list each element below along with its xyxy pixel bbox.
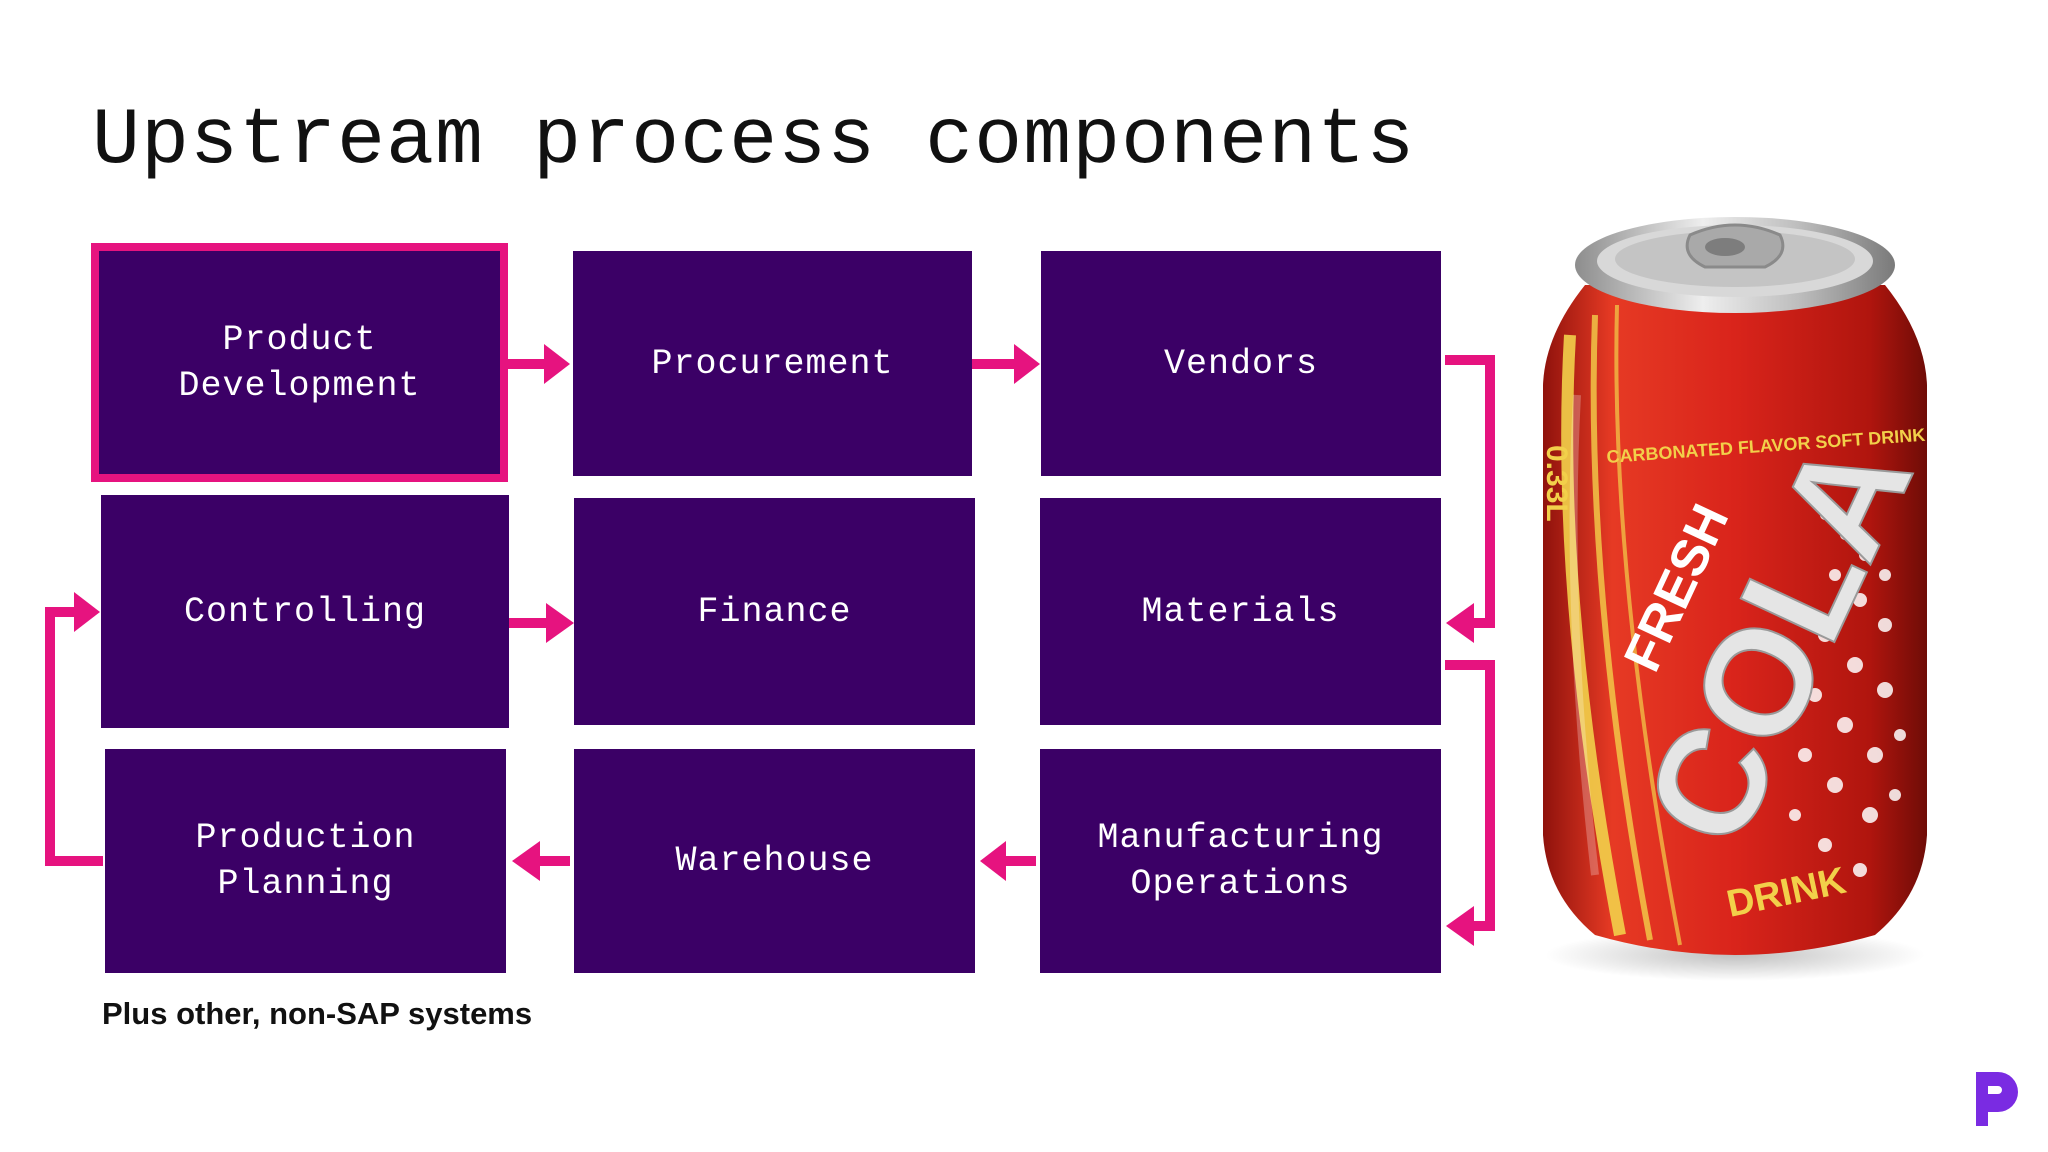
box-materials[interactable]: Materials [1040,498,1441,725]
slide-title: Upstream process components [92,96,1416,187]
brand-logo-icon [1976,1072,2018,1126]
arrowhead-materials [1446,603,1474,643]
arrowhead-manufacturing [1446,906,1474,946]
footnote: Plus other, non-SAP systems [102,996,533,1031]
arrowhead-procurement [544,344,570,384]
cola-can-image: 0.33L CARBONATED FLAVOR SOFT DRINK FRESH… [1540,217,1945,981]
arrowhead-controlling [74,592,100,632]
can-volume: 0.33L [1540,445,1573,522]
box-warehouse[interactable]: Warehouse [574,749,975,973]
box-procurement[interactable]: Procurement [573,251,972,476]
arrowhead-warehouse [980,841,1006,881]
arrowhead-vendors [1014,344,1040,384]
box-finance[interactable]: Finance [574,498,975,725]
flow-arrow-vendors-to-materials [1445,355,1495,628]
box-product-development[interactable]: Product Development [91,243,508,482]
box-production-planning[interactable]: Production Planning [105,749,506,973]
box-manufacturing-operations[interactable]: Manufacturing Operations [1040,749,1441,973]
arrowhead-planning [512,841,540,881]
flow-arrow-materials-to-manufacturing [1445,660,1495,931]
box-controlling[interactable]: Controlling [101,495,509,728]
arrowhead-finance [546,603,574,643]
box-vendors[interactable]: Vendors [1041,251,1441,476]
flow-arrow-planning-to-controlling [45,607,103,866]
